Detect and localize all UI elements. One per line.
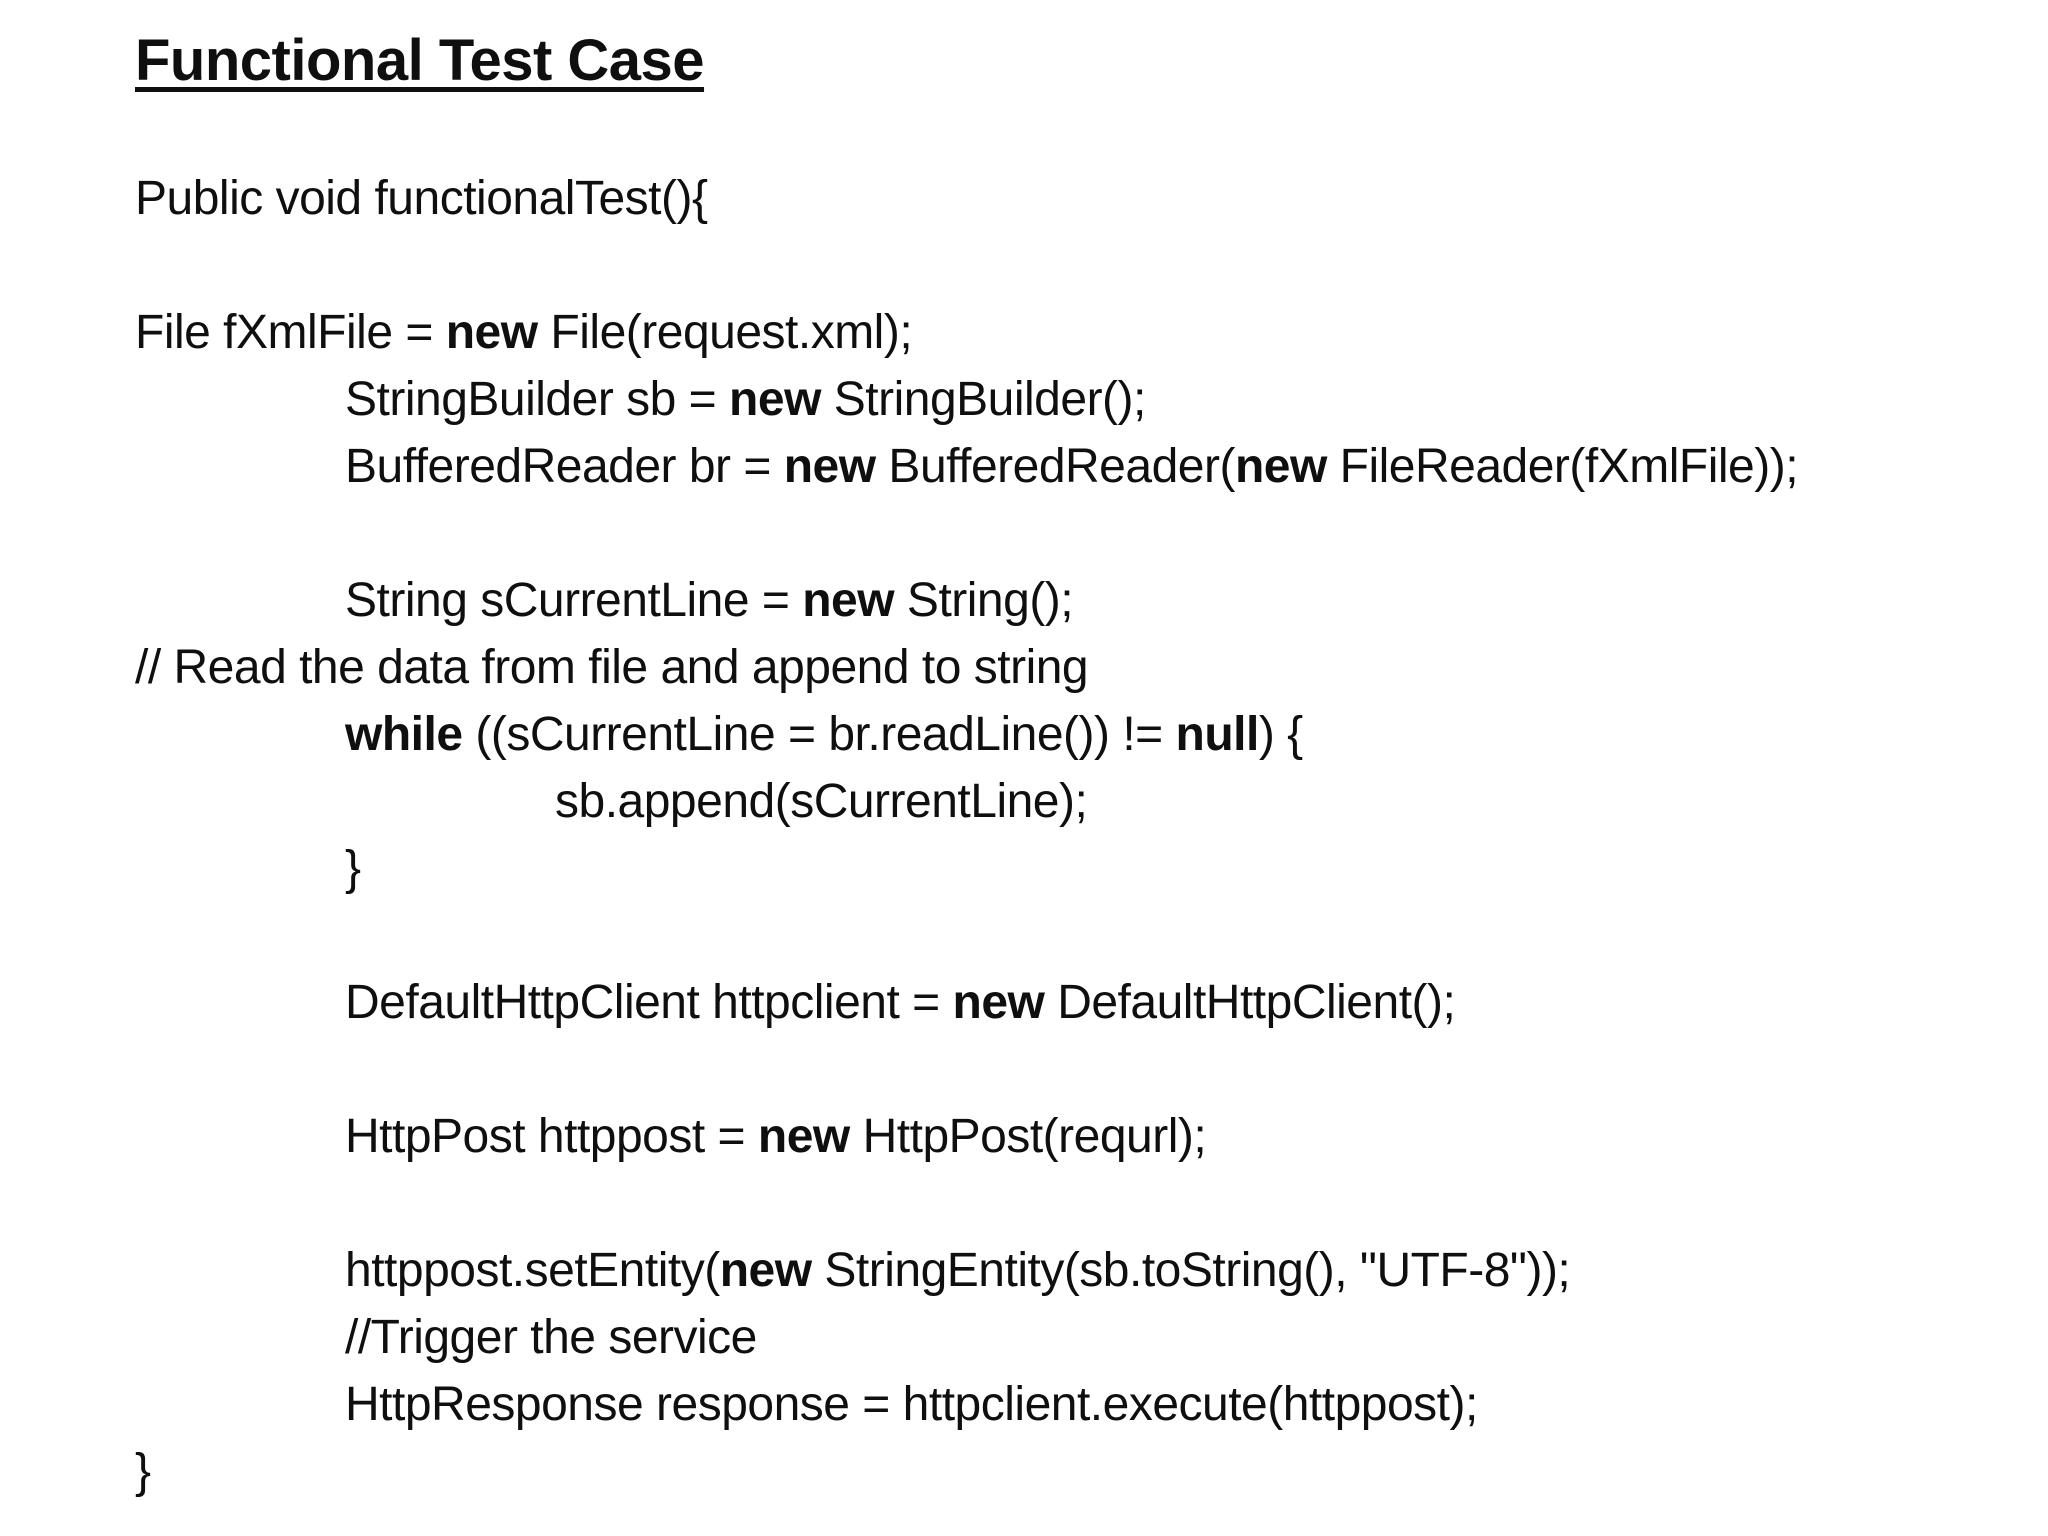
code-keyword: while	[345, 708, 463, 761]
code-blank-line	[135, 902, 2018, 969]
code-keyword: new	[757, 1110, 850, 1163]
code-text: }	[135, 1445, 151, 1498]
code-text: HttpResponse response = httpclient.execu…	[345, 1378, 1478, 1431]
code-blank-line	[135, 500, 2018, 567]
code-line: HttpPost httppost = new HttpPost(requrl)…	[135, 1103, 2018, 1170]
code-line: File fXmlFile = new File(request.xml);	[135, 299, 2018, 366]
code-line: while ((sCurrentLine = br.readLine()) !=…	[135, 701, 2018, 768]
code-line: }	[135, 1438, 2018, 1505]
code-keyword: null	[1175, 708, 1260, 761]
code-text: String();	[894, 574, 1074, 627]
code-text: StringBuilder sb =	[345, 373, 730, 426]
code-text: DefaultHttpClient();	[1044, 976, 1456, 1029]
code-text: ) {	[1258, 708, 1303, 761]
code-text: File fXmlFile =	[135, 306, 446, 359]
code-keyword: new	[719, 1244, 812, 1297]
code-keyword: new	[445, 306, 538, 359]
code-blank-line	[135, 1036, 2018, 1103]
code-text: httppost.setEntity(	[345, 1244, 720, 1297]
code-text: File(request.xml);	[537, 306, 913, 359]
code-line: sb.append(sCurrentLine);	[135, 768, 2018, 835]
code-text: HttpPost httppost =	[345, 1110, 758, 1163]
code-line: BufferedReader br = new BufferedReader(n…	[135, 433, 2018, 500]
code-line: HttpResponse response = httpclient.execu…	[135, 1371, 2018, 1438]
code-keyword: new	[802, 574, 895, 627]
code-line: StringBuilder sb = new StringBuilder();	[135, 366, 2018, 433]
page-title-text: Functional Test Case	[135, 28, 705, 93]
code-text: Public void functionalTest(){	[135, 172, 708, 225]
code-blank-line	[135, 1170, 2018, 1237]
code-text: StringEntity(sb.toString(), "UTF-8"));	[811, 1244, 1571, 1297]
code-keyword: new	[952, 976, 1045, 1029]
code-line: httppost.setEntity(new StringEntity(sb.t…	[135, 1237, 2018, 1304]
code-text: BufferedReader br =	[345, 440, 784, 493]
code-line: //Trigger the service	[135, 1304, 2018, 1371]
code-text: DefaultHttpClient httpclient =	[345, 976, 953, 1029]
code-line: DefaultHttpClient httpclient = new Defau…	[135, 969, 2018, 1036]
code-block: Public void functionalTest(){ File fXmlF…	[135, 165, 2018, 1505]
code-text: // Read the data from file and append to…	[135, 641, 1089, 694]
code-line: Public void functionalTest(){	[135, 165, 2018, 232]
page-title: Functional Test Case	[135, 24, 2018, 98]
code-text: HttpPost(requrl);	[849, 1110, 1207, 1163]
code-text: }	[345, 842, 361, 895]
code-text: ((sCurrentLine = br.readLine()) !=	[462, 708, 1176, 761]
code-text: BufferedReader(	[875, 440, 1235, 493]
code-line: String sCurrentLine = new String();	[135, 567, 2018, 634]
code-keyword: new	[1234, 440, 1327, 493]
code-text: sb.append(sCurrentLine);	[555, 775, 1088, 828]
code-line: // Read the data from file and append to…	[135, 634, 2018, 701]
code-text: //Trigger the service	[345, 1311, 757, 1364]
code-text: StringBuilder();	[820, 373, 1147, 426]
code-text: String sCurrentLine =	[345, 574, 803, 627]
code-blank-line	[135, 232, 2018, 299]
code-keyword: new	[783, 440, 876, 493]
code-text: FileReader(fXmlFile));	[1326, 440, 1799, 493]
code-keyword: new	[729, 373, 821, 426]
code-line: }	[135, 835, 2018, 902]
